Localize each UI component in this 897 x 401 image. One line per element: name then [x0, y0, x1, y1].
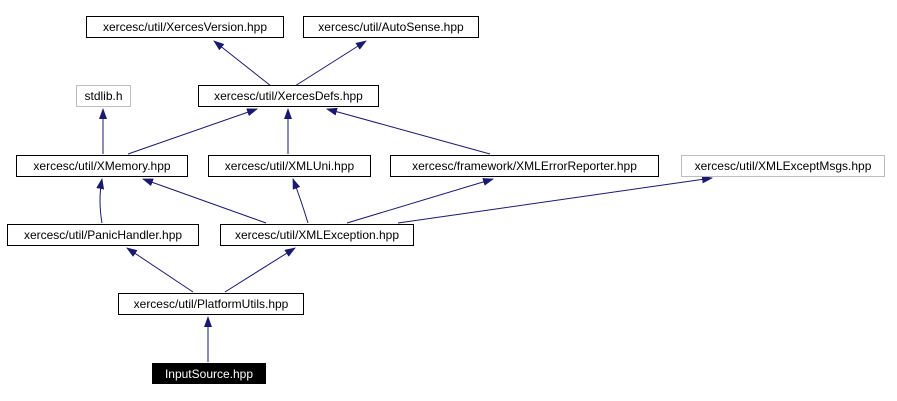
node-xercesc-util-xmluni-hpp[interactable]: xercesc/util/XMLUni.hpp	[208, 155, 371, 177]
edge-xercesdefs-to-autosense	[294, 40, 367, 87]
node-xercesc-util-xercesdefs-hpp[interactable]: xercesc/util/XercesDefs.hpp	[198, 85, 379, 107]
edge-xmlerrorreporter-to-xercesdefs	[326, 107, 491, 155]
edge-xmemory-to-xercesdefs	[127, 108, 258, 155]
node-xercesc-util-xmlexception-hpp[interactable]: xercesc/util/XMLException.hpp	[220, 224, 414, 246]
node-inputsource-hpp-current: InputSource.hpp	[152, 363, 266, 384]
edge-panichandler-to-xmemory	[96, 178, 105, 224]
edge-xmlexception-to-xmemory	[142, 178, 267, 224]
edge-platformutils-to-xmlexception	[224, 247, 296, 293]
node-xercesc-util-platformutils-hpp[interactable]: xercesc/util/PlatformUtils.hpp	[118, 293, 304, 315]
node-xercesc-util-xmemory-hpp[interactable]: xercesc/util/XMemory.hpp	[16, 155, 188, 177]
edge-xmlexception-to-xmluni	[292, 178, 309, 224]
node-xercesc-util-panichandler-hpp[interactable]: xercesc/util/PanicHandler.hpp	[7, 224, 199, 246]
edge-xmlexception-to-xmlexceptmsgs	[397, 175, 713, 224]
node-xercesc-framework-xmlerrorreporter-hpp[interactable]: xercesc/framework/XMLErrorReporter.hpp	[390, 155, 659, 177]
node-stdlib-h: stdlib.h	[76, 85, 131, 107]
edge-platformutils-to-panichandler	[126, 247, 194, 293]
node-xercesc-util-xercesversion-hpp[interactable]: xercesc/util/XercesVersion.hpp	[86, 16, 284, 38]
node-xercesc-util-autosense-hpp[interactable]: xercesc/util/AutoSense.hpp	[303, 16, 479, 38]
node-xercesc-util-xmlexceptmsgs-hpp: xercesc/util/XMLExceptMsgs.hpp	[681, 155, 885, 177]
edge-xercesdefs-to-xercesversion	[213, 40, 272, 87]
edge-xmlexception-to-xmlerrorreporter	[346, 178, 494, 224]
